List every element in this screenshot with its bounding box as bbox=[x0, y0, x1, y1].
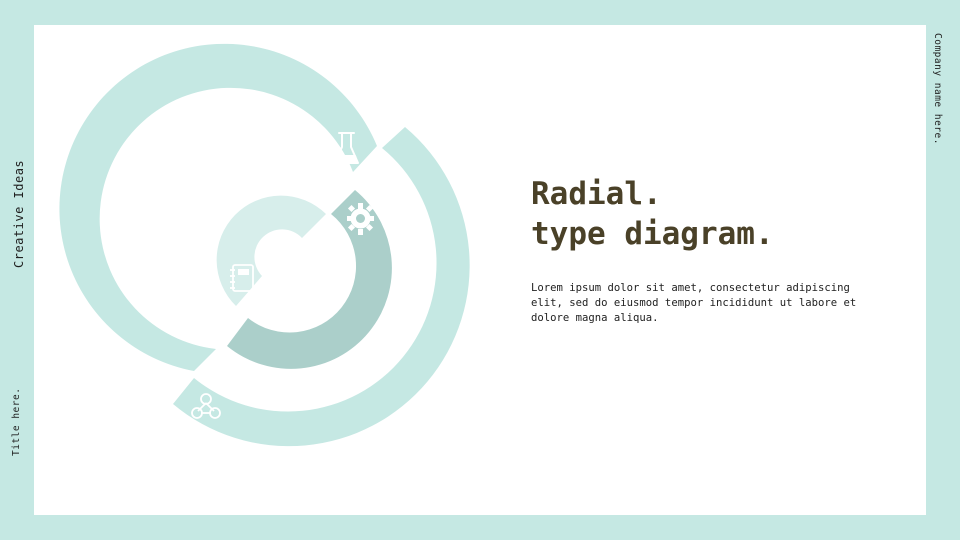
title-line-2: type diagram. bbox=[531, 216, 774, 252]
gear-icon bbox=[347, 203, 374, 235]
middle-ring-segment bbox=[227, 190, 392, 369]
slide-title: Radial. type diagram. bbox=[531, 174, 774, 254]
molecule-icon bbox=[191, 393, 221, 419]
slide-canvas bbox=[34, 25, 926, 515]
notebook-icon bbox=[230, 264, 254, 292]
flask-icon bbox=[334, 132, 359, 164]
title-line-1: Radial. bbox=[531, 176, 662, 212]
inner-ring-segment bbox=[216, 195, 326, 306]
body-paragraph: Lorem ipsum dolor sit amet, consectetur … bbox=[531, 282, 857, 324]
outer-ring-segment-right bbox=[173, 127, 470, 447]
